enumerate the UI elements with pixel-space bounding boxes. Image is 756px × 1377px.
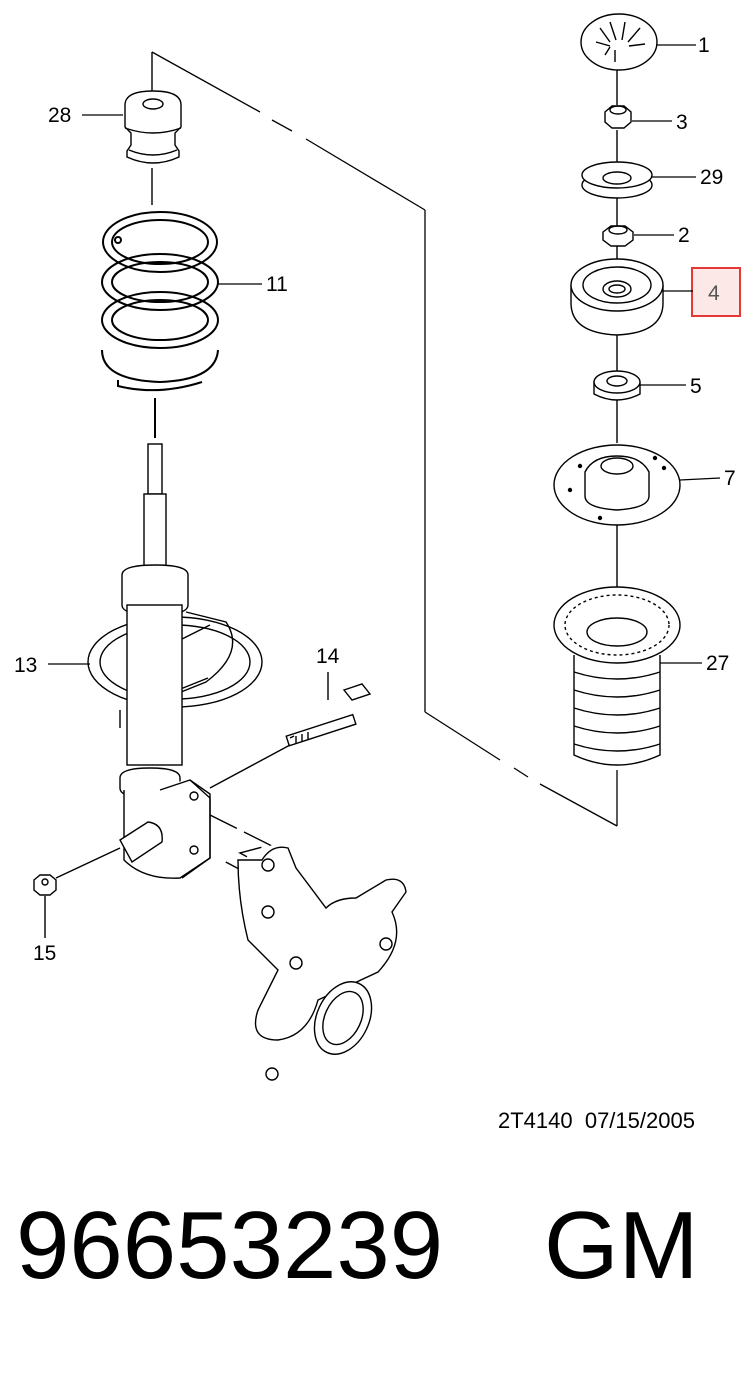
diagram-reference: 2T4140 07/15/2005 bbox=[498, 1108, 695, 1133]
callout-5: 5 bbox=[690, 375, 702, 398]
brand-name: GM bbox=[544, 1192, 699, 1299]
part-1-dust-cap bbox=[580, 13, 658, 71]
steering-knuckle bbox=[209, 814, 407, 1081]
callout-13: 13 bbox=[14, 654, 37, 677]
callout-2: 2 bbox=[678, 224, 690, 247]
part-7-spring-seat bbox=[553, 444, 681, 526]
part-13-strut bbox=[87, 443, 263, 879]
leader-lines bbox=[48, 44, 721, 665]
part-5-bearing bbox=[593, 370, 641, 401]
assembly-frame bbox=[151, 51, 618, 827]
part-29-washer bbox=[581, 161, 653, 199]
callout-14: 14 bbox=[316, 645, 340, 668]
callout-3: 3 bbox=[676, 111, 688, 134]
callout-1: 1 bbox=[698, 34, 710, 57]
callout-15: 15 bbox=[33, 942, 56, 965]
callout-28: 28 bbox=[48, 104, 71, 127]
part-15-nut bbox=[33, 847, 121, 938]
part-14-bolt bbox=[209, 672, 372, 789]
part-28-jounce-bumper bbox=[124, 52, 182, 205]
part-3-nut bbox=[604, 105, 632, 129]
part-27-dust-boot bbox=[553, 586, 681, 766]
callouts: 1 3 29 2 4 5 7 27 28 11 13 14 15 bbox=[14, 34, 736, 965]
callout-7: 7 bbox=[724, 467, 736, 490]
callout-29: 29 bbox=[700, 166, 723, 189]
part-11-coil-spring bbox=[101, 211, 219, 438]
callout-4: 4 bbox=[708, 282, 720, 305]
part-4-strut-mount bbox=[570, 258, 664, 336]
callout-27: 27 bbox=[706, 652, 729, 675]
part-number: 96653239 bbox=[16, 1192, 444, 1299]
part-2-nut bbox=[602, 225, 634, 247]
callout-11: 11 bbox=[266, 273, 288, 296]
highlight-box-part-4 bbox=[691, 267, 741, 317]
